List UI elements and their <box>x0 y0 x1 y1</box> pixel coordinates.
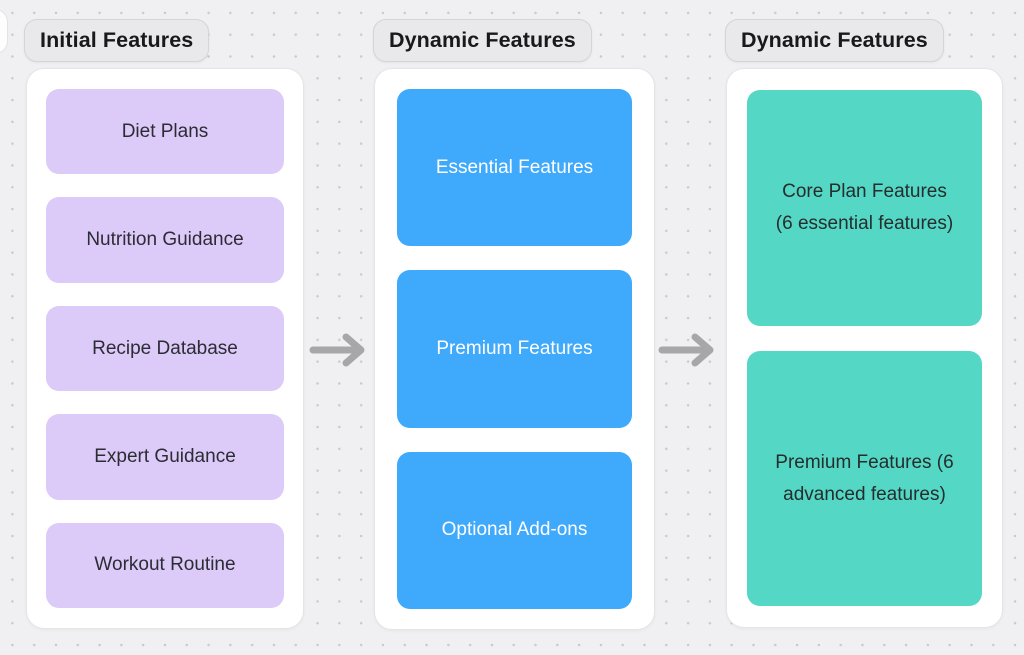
node-label: Premium Features (6 advanced features) <box>775 451 954 505</box>
node-premium-features[interactable]: Premium Features <box>397 270 632 428</box>
column1-card[interactable]: Diet Plans Nutrition Guidance Recipe Dat… <box>26 68 304 629</box>
column2-card[interactable]: Essential Features Premium Features Opti… <box>374 68 655 630</box>
right-arrow-icon[interactable] <box>308 330 372 370</box>
column2-title-badge[interactable]: Dynamic Features <box>373 19 592 62</box>
column1-title-label: Initial Features <box>40 28 194 52</box>
node-workout-routine[interactable]: Workout Routine <box>46 522 284 609</box>
node-label: Recipe Database <box>92 337 238 359</box>
node-recipe-database[interactable]: Recipe Database <box>46 305 284 392</box>
column2-title-label: Dynamic Features <box>389 28 576 52</box>
node-expert-guidance[interactable]: Expert Guidance <box>46 414 284 500</box>
node-label: Diet Plans <box>121 120 209 142</box>
node-premium-features-advanced[interactable]: Premium Features (6 advanced features) <box>747 351 982 606</box>
node-core-plan-features[interactable]: Core Plan Features (6 essential features… <box>747 90 982 326</box>
node-label: Essential Features <box>435 156 594 178</box>
node-label: Workout Routine <box>94 554 236 576</box>
node-nutrition-guidance[interactable]: Nutrition Guidance <box>46 197 284 283</box>
node-essential-features[interactable]: Essential Features <box>397 89 632 247</box>
node-label: Optional Add-ons <box>441 519 588 541</box>
node-diet-plans[interactable]: Diet Plans <box>46 89 284 175</box>
column3-title-badge[interactable]: Dynamic Features <box>725 19 944 62</box>
right-arrow-icon[interactable] <box>657 330 721 370</box>
column3-card[interactable]: Core Plan Features (6 essential features… <box>726 68 1003 628</box>
column3-title-label: Dynamic Features <box>741 28 928 52</box>
node-label: Nutrition Guidance <box>86 229 244 251</box>
offscreen-card-edge <box>0 9 8 54</box>
node-label: Premium Features <box>436 337 593 359</box>
column1-title-badge[interactable]: Initial Features <box>24 19 210 62</box>
node-optional-addons[interactable]: Optional Add-ons <box>397 451 632 609</box>
node-label: Core Plan Features (6 essential features… <box>775 181 954 234</box>
node-label: Expert Guidance <box>94 445 236 467</box>
